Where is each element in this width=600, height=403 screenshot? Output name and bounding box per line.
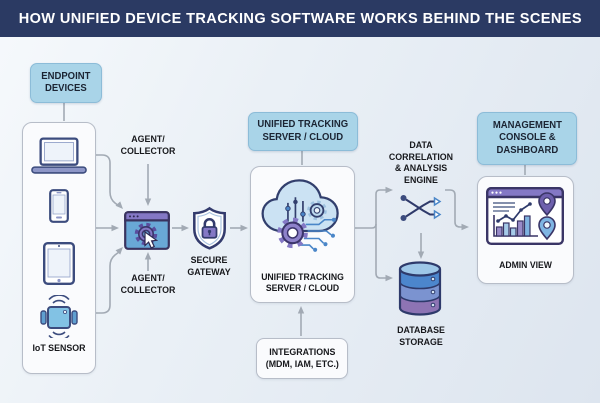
unified-server-box: UNIFIED TRACKING SERVER / CLOUD	[250, 166, 355, 303]
agent-browser-gear-cursor-icon	[124, 211, 170, 250]
iot-sensor-icon	[40, 295, 78, 338]
admin-console-box: ADMIN VIEW	[477, 176, 574, 284]
page-title: HOW UNIFIED DEVICE TRACKING SOFTWARE WOR…	[18, 10, 582, 27]
title-bar: HOW UNIFIED DEVICE TRACKING SOFTWARE WOR…	[0, 0, 600, 37]
dashboard-chart-pins-icon	[486, 187, 564, 245]
tablet-icon	[43, 242, 75, 285]
smartphone-icon	[49, 189, 69, 223]
cloud-gears-circuit-icon	[261, 179, 339, 252]
endpoint-devices-badge-label: ENDPOINT DEVICES	[41, 70, 91, 95]
management-console-badge: MANAGEMENT CONSOLE & DASHBOARD	[477, 112, 577, 165]
unified-server-badge: UNIFIED TRACKING SERVER / CLOUD	[248, 112, 358, 151]
agent-collector-top-label: AGENT/ COLLECTOR	[120, 134, 176, 157]
admin-view-caption: ADMIN VIEW	[499, 260, 552, 271]
endpoint-devices-panel: IoT SENSOR	[22, 122, 96, 374]
crossing-arrows-icon	[400, 195, 442, 221]
endpoint-devices-badge: ENDPOINT DEVICES	[30, 63, 102, 103]
shield-lock-icon	[193, 206, 226, 250]
database-storage-label: DATABASE STORAGE	[397, 325, 445, 348]
agent-collector-bottom-label: AGENT/ COLLECTOR	[120, 273, 176, 296]
integrations-label: INTEGRATIONS (MDM, IAM, ETC.)	[265, 346, 339, 370]
database-cylinder-icon	[398, 261, 442, 316]
unified-server-caption: UNIFIED TRACKING SERVER / CLOUD	[261, 271, 344, 294]
laptop-icon	[31, 137, 87, 174]
secure-gateway-label: SECURE GATEWAY	[187, 255, 231, 278]
unified-server-badge-label: UNIFIED TRACKING SERVER / CLOUD	[257, 119, 349, 143]
iot-sensor-label: IoT SENSOR	[32, 343, 86, 354]
data-engine-label: DATA CORRELATION & ANALYSIS ENGINE	[388, 140, 454, 186]
integrations-box: INTEGRATIONS (MDM, IAM, ETC.)	[256, 338, 348, 379]
management-console-badge-label: MANAGEMENT CONSOLE & DASHBOARD	[492, 119, 562, 156]
